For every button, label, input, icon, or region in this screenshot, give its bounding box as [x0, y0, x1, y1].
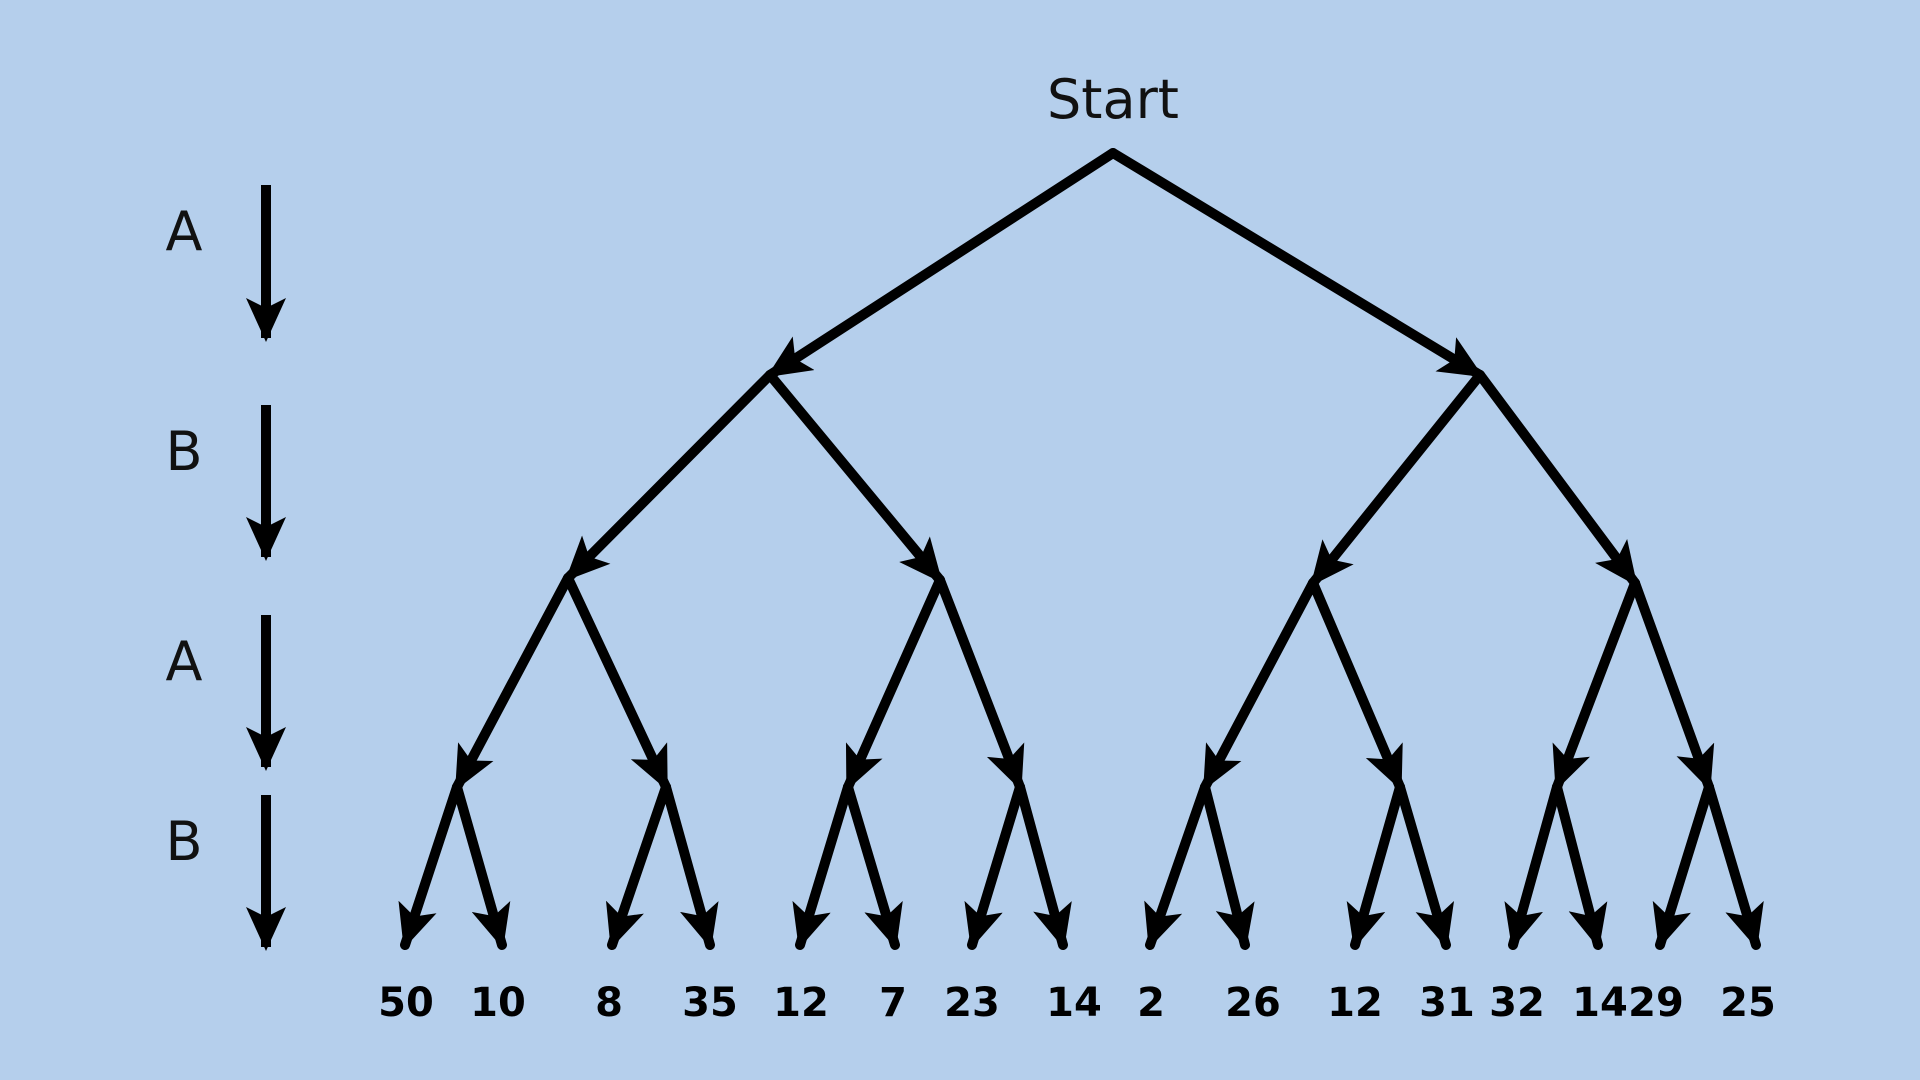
leaf-value: 29 — [1628, 980, 1684, 1026]
level-label: A — [166, 200, 203, 263]
edge-level1-3 — [1475, 370, 1640, 588]
leaf-value: 35 — [682, 980, 738, 1026]
edge-leaf-15 — [1704, 782, 1764, 950]
edge-level2-5 — [1308, 578, 1405, 792]
edge-root-1 — [1108, 148, 1485, 380]
edge-leaf-5 — [843, 782, 903, 950]
leaf-value: 12 — [1327, 980, 1383, 1026]
leaf-value: 23 — [944, 980, 1000, 1026]
edge-level2-3 — [935, 575, 1025, 792]
edge-leaf-6 — [964, 782, 1025, 950]
tree-edges — [398, 148, 1764, 950]
edge-level2-4 — [1200, 578, 1318, 792]
edge-leaf-14 — [1652, 782, 1714, 950]
leaf-value: 32 — [1489, 980, 1545, 1026]
leaf-value: 31 — [1419, 980, 1475, 1026]
edge-leaf-1 — [452, 782, 511, 950]
leaf-value: 2 — [1137, 980, 1165, 1026]
leaf-value: 26 — [1225, 980, 1281, 1026]
edge-root-0 — [765, 148, 1118, 380]
edge-leaf-0 — [398, 782, 462, 950]
edge-leaf-10 — [1346, 782, 1405, 950]
edge-leaf-7 — [1015, 782, 1072, 950]
edge-leaf-2 — [606, 782, 671, 950]
edge-level1-0 — [563, 370, 775, 583]
leaf-value: 8 — [595, 980, 623, 1026]
level-legend: A B A B — [165, 185, 286, 951]
leaf-value: 7 — [879, 980, 907, 1026]
leaf-value: 10 — [470, 980, 526, 1026]
edge-leaf-12 — [1504, 782, 1562, 950]
leaf-value: 50 — [378, 980, 434, 1026]
level-label: B — [165, 810, 202, 873]
edge-level2-0 — [452, 573, 573, 792]
edge-level2-1 — [563, 573, 671, 792]
edge-leaf-9 — [1200, 782, 1255, 950]
edge-level1-2 — [1308, 370, 1485, 588]
edge-level1-1 — [765, 370, 945, 585]
edge-leaf-11 — [1395, 782, 1455, 950]
leaf-value: 14 — [1046, 980, 1102, 1026]
edge-leaf-8 — [1144, 782, 1210, 950]
edge-leaf-3 — [661, 782, 719, 950]
root-label: Start — [1047, 68, 1179, 131]
edge-level2-2 — [843, 575, 945, 792]
leaf-value: 25 — [1720, 980, 1776, 1026]
level-label: B — [165, 420, 202, 483]
edge-level2-7 — [1630, 578, 1715, 792]
leaf-value: 14 — [1572, 980, 1628, 1026]
leaf-value: 12 — [773, 980, 829, 1026]
level-label: A — [166, 630, 203, 693]
edge-leaf-4 — [792, 782, 853, 950]
edge-leaf-13 — [1552, 782, 1608, 950]
edge-level2-6 — [1552, 578, 1640, 792]
